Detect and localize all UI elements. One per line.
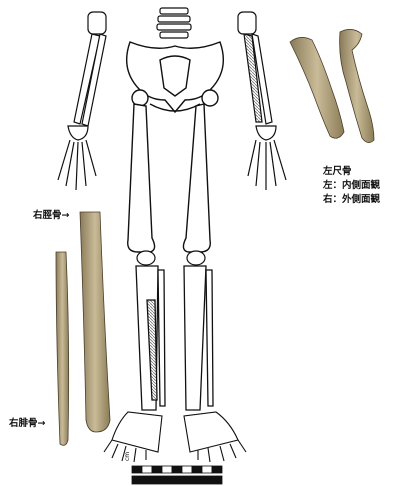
tibia-label: 右脛骨→ [33, 211, 69, 221]
ulna-caption: 左尺骨 左：内側面観 右：外側面観 [323, 165, 380, 206]
patella [137, 251, 205, 265]
lower-leg-bones [136, 266, 213, 410]
scale-bar [132, 466, 222, 484]
ulna-fragment-lateral-view [340, 29, 374, 142]
scale-unit-label: cm [124, 452, 131, 461]
ulna-caption-left: 左：内側面観 [323, 179, 380, 193]
vertebral-column [157, 8, 191, 38]
femur-bones [128, 104, 211, 252]
fibula-label: 右腓骨→ [9, 419, 45, 429]
pelvis [127, 42, 224, 112]
ulna-fragment-medial-view [290, 37, 344, 138]
left-arm-bones [58, 12, 106, 190]
right-arm-bones [238, 12, 286, 190]
ulna-fragment-photos [290, 29, 374, 142]
ulna-caption-title: 左尺骨 [323, 165, 380, 179]
tibia-fragment-photo [80, 212, 110, 432]
fibula-fragment-photo [56, 252, 69, 445]
ulna-caption-right: 右：外側面観 [323, 193, 380, 207]
leg-fragment-photos [56, 212, 110, 445]
